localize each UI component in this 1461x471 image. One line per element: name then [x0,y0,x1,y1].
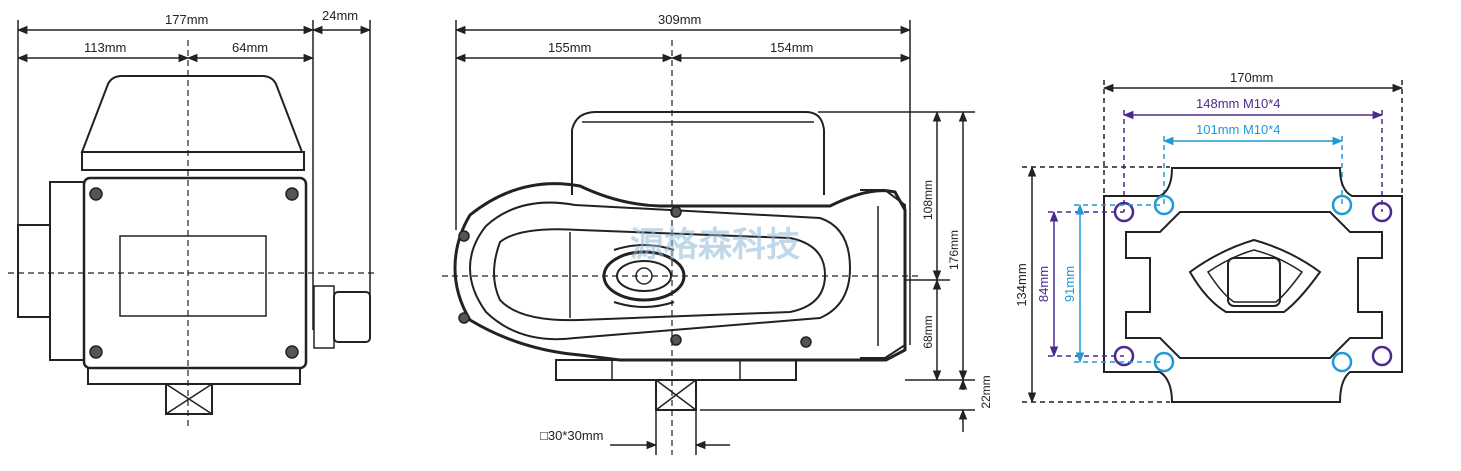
lower-height-label: 68mm [921,315,935,348]
inner-pitch-label: 91mm [1062,266,1077,302]
total-height-label: 176mm [947,230,961,270]
watermark: 源格森科技 [630,225,800,265]
front-view-labels: 309mm 155mm 154mm 108mm 176mm 68mm 22mm … [540,12,993,443]
shaft-height-label: 22mm [979,375,993,408]
side-left-width-label: 113mm [84,40,126,55]
side-overall-width-label: 177mm [165,12,208,27]
flange-width-label: 170mm [1230,70,1273,85]
flange-height-label: 134mm [1014,263,1029,306]
front-view [442,20,975,455]
side-right-width-label: 64mm [232,40,268,55]
square-drive-label: □30*30mm [540,428,604,443]
flange-view [1022,80,1404,404]
front-overall-width-label: 309mm [658,12,701,27]
side-view [8,20,378,430]
front-left-width-label: 155mm [548,40,591,55]
outer-hole-label: 148mm M10*4 [1196,96,1281,111]
front-right-width-label: 154mm [770,40,813,55]
flange-view-labels: 170mm 148mm M10*4 101mm M10*4 134mm 84mm… [1014,70,1281,307]
outer-pitch-label: 84mm [1036,266,1051,302]
side-view-labels: 177mm 113mm 64mm 24mm [84,8,358,55]
inner-hole-label: 101mm M10*4 [1196,122,1281,137]
side-gland-width-label: 24mm [322,8,358,23]
upper-height-label: 108mm [921,180,935,220]
